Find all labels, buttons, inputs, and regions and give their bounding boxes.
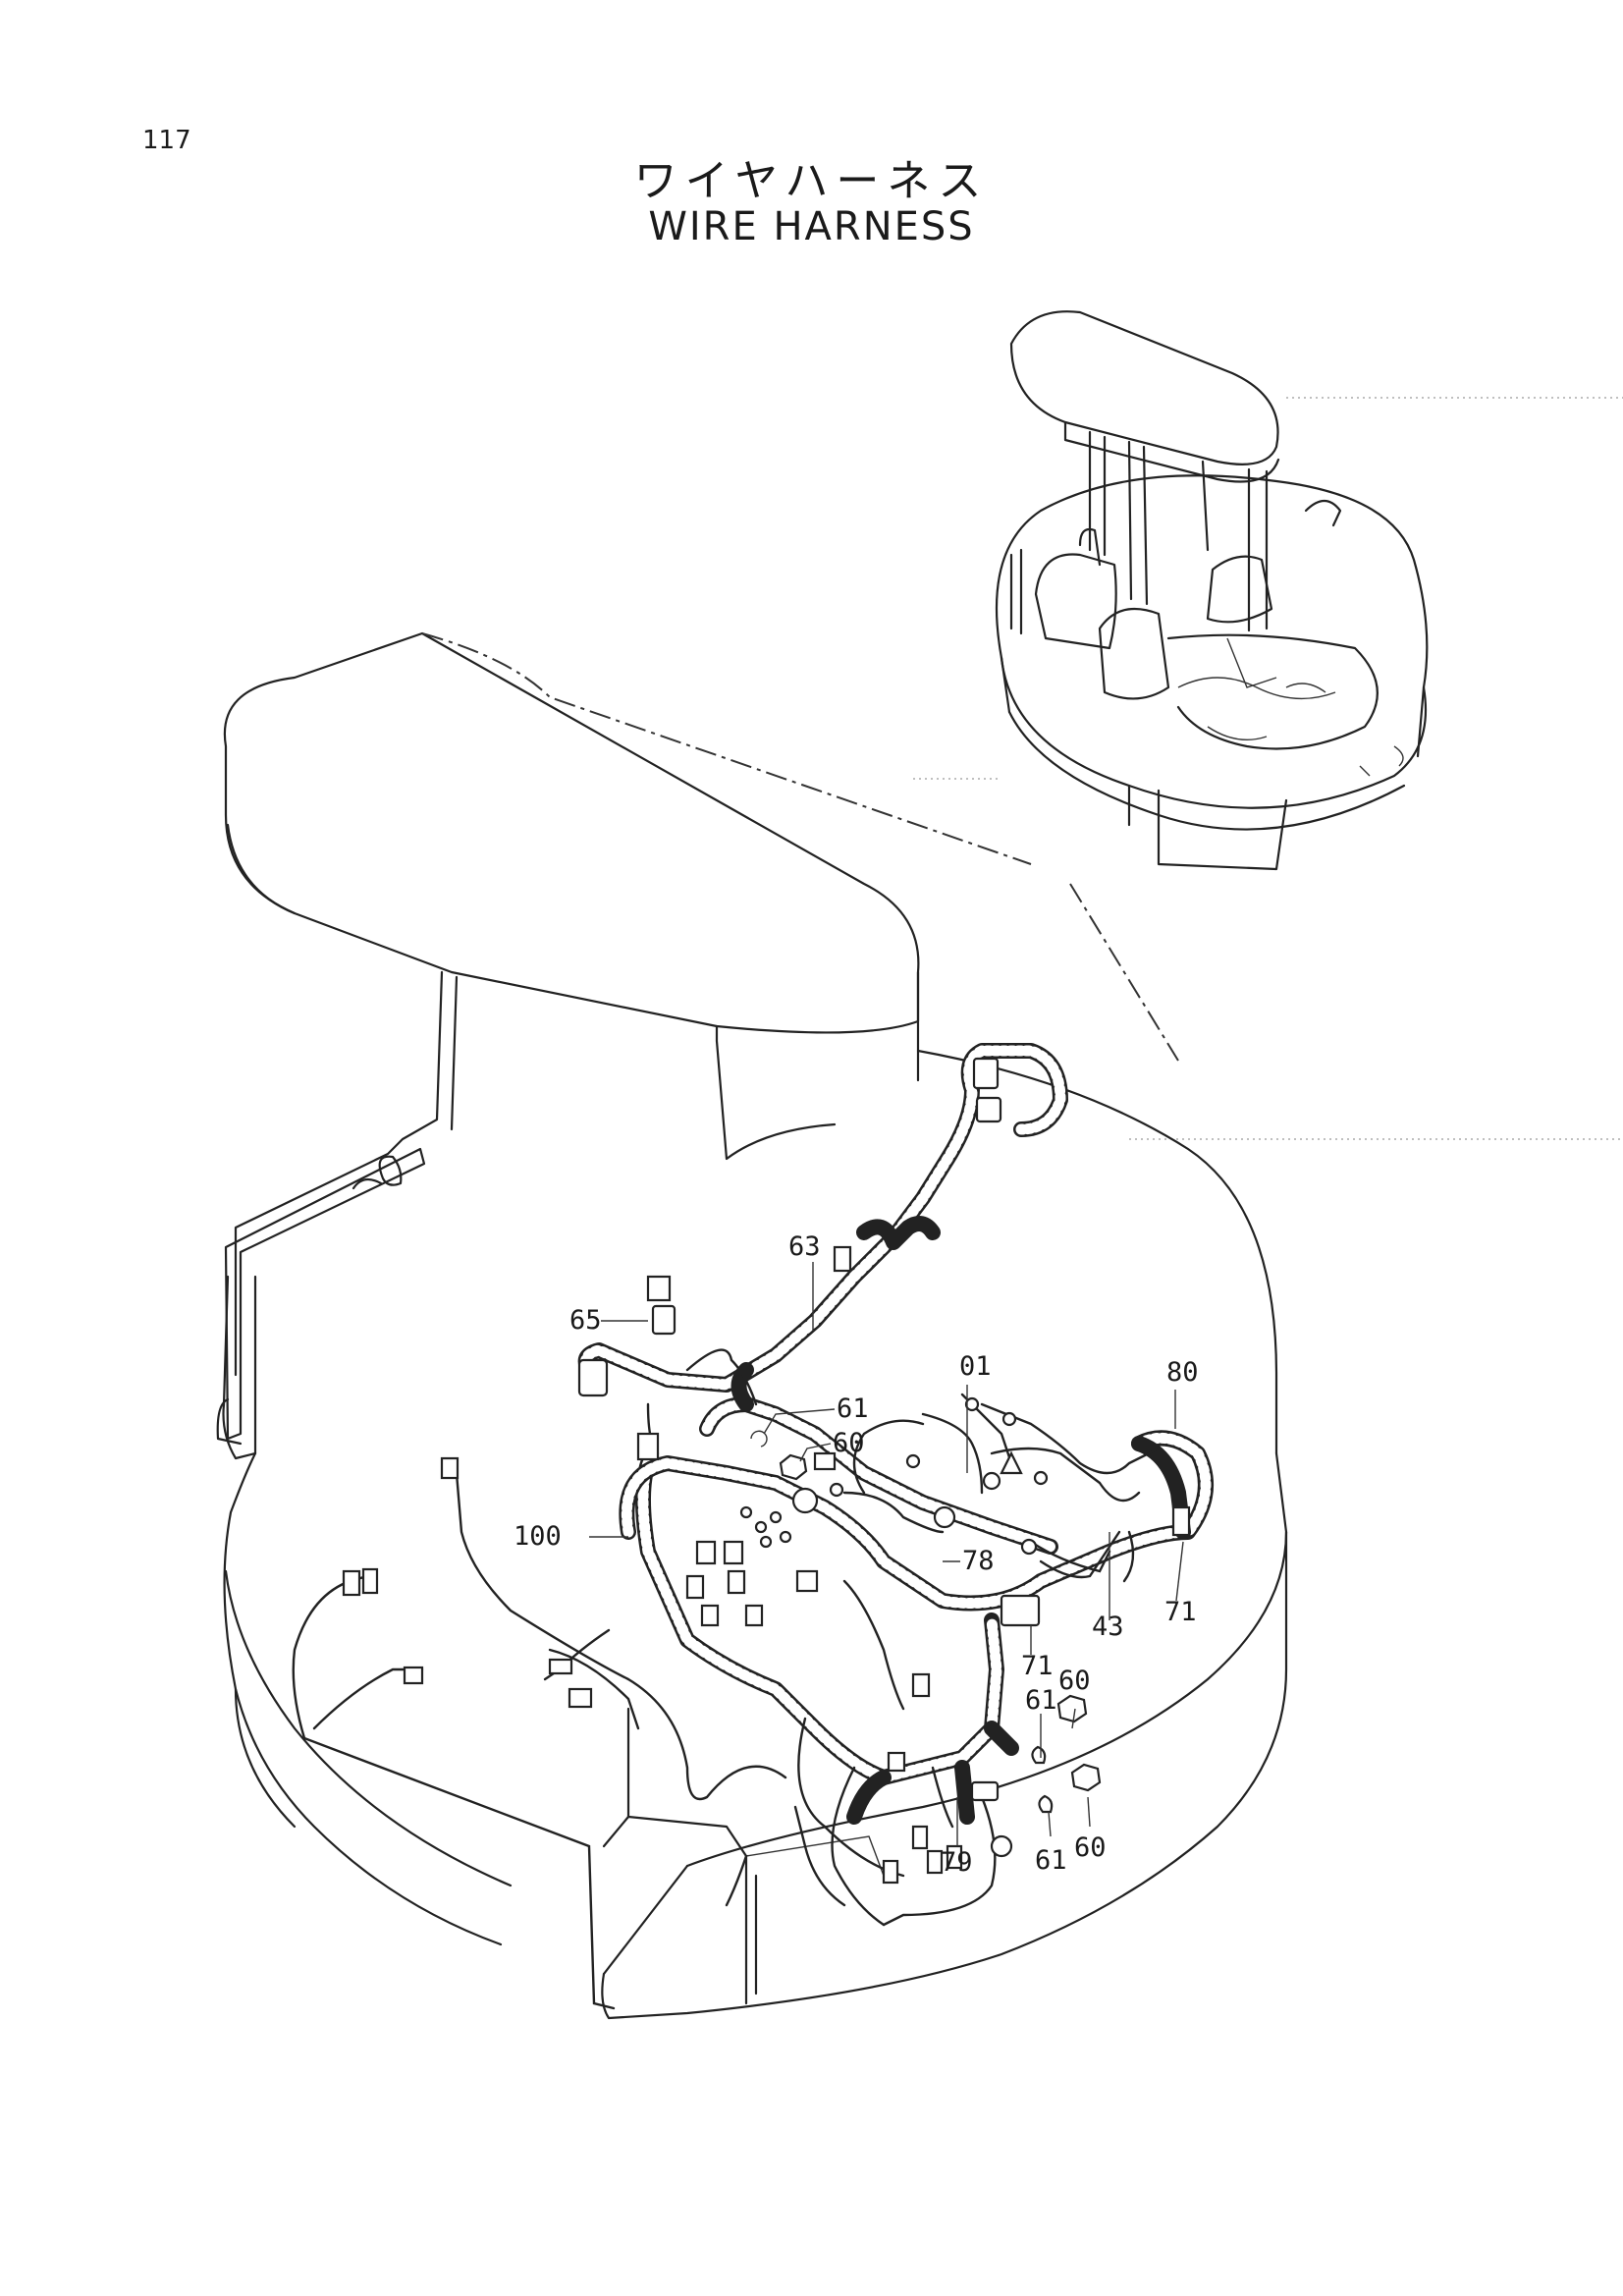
callout-60-upper: 60 xyxy=(833,1428,865,1458)
callout-leader-lines xyxy=(589,1262,1184,1846)
page-title-japanese: ワイヤハーネス xyxy=(633,156,990,206)
callout-61-lower: 61 xyxy=(1035,1845,1067,1876)
page-title-english: WIRE HARNESS xyxy=(648,204,975,249)
callout-65: 65 xyxy=(569,1305,602,1336)
callout-01: 01 xyxy=(959,1351,992,1382)
harness-bundles xyxy=(577,1043,1214,1825)
callout-71-right: 71 xyxy=(1164,1597,1197,1627)
callout-labels: 63 65 01 80 61 60 100 78 43 71 71 61 60 … xyxy=(514,1231,1199,1878)
overview-machine-illustration xyxy=(996,310,1429,871)
callout-79: 79 xyxy=(941,1847,973,1878)
page-number: 117 xyxy=(142,126,191,155)
callout-63: 63 xyxy=(788,1231,821,1262)
callout-60-middle: 60 xyxy=(1058,1666,1091,1696)
callout-43: 43 xyxy=(1092,1612,1124,1642)
callout-61-middle: 61 xyxy=(1025,1685,1057,1716)
callout-80: 80 xyxy=(1166,1357,1199,1388)
callout-100: 100 xyxy=(514,1521,562,1552)
main-machine-outline xyxy=(216,631,1288,2020)
callout-71-center: 71 xyxy=(1021,1651,1054,1681)
connector-parts xyxy=(342,1057,1191,1885)
harness-wires xyxy=(292,1348,1161,2010)
callout-61-upper: 61 xyxy=(837,1394,869,1424)
callout-60-lower: 60 xyxy=(1074,1832,1107,1863)
callout-78: 78 xyxy=(962,1546,995,1576)
